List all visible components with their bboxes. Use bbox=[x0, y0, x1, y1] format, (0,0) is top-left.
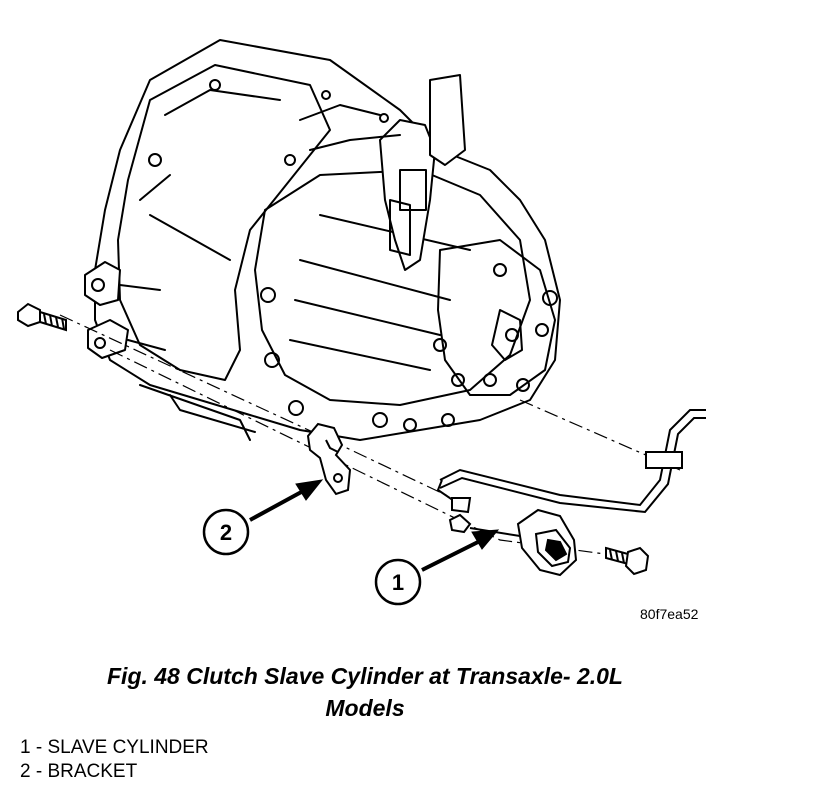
caption-line-2: Models bbox=[325, 695, 405, 721]
transaxle-illustration: 2 1 bbox=[17, 39, 706, 606]
image-code: 80f7ea52 bbox=[640, 606, 699, 622]
callout-1-label: 1 bbox=[392, 570, 404, 595]
transaxle-housing bbox=[94, 39, 561, 441]
legend-item-bracket: 2 - BRACKET bbox=[20, 761, 138, 782]
hydraulic-line bbox=[436, 409, 706, 514]
caption-line-1: Fig. 48 Clutch Slave Cylinder at Transax… bbox=[107, 663, 623, 689]
slave-cylinder bbox=[448, 508, 578, 577]
callout-1: 1 bbox=[374, 529, 500, 606]
bracket bbox=[306, 422, 352, 496]
bolt-right bbox=[605, 546, 650, 576]
legend-item-slave-cylinder: 1 - SLAVE CYLINDER bbox=[20, 737, 209, 758]
callout-2-label: 2 bbox=[220, 520, 232, 545]
callout-2: 2 bbox=[202, 479, 324, 556]
figure-caption: Fig. 48 Clutch Slave Cylinder at Transax… bbox=[0, 660, 730, 724]
legend: 1 - SLAVE CYLINDER 2 - BRACKET bbox=[20, 736, 209, 784]
bolt-left bbox=[17, 302, 67, 332]
